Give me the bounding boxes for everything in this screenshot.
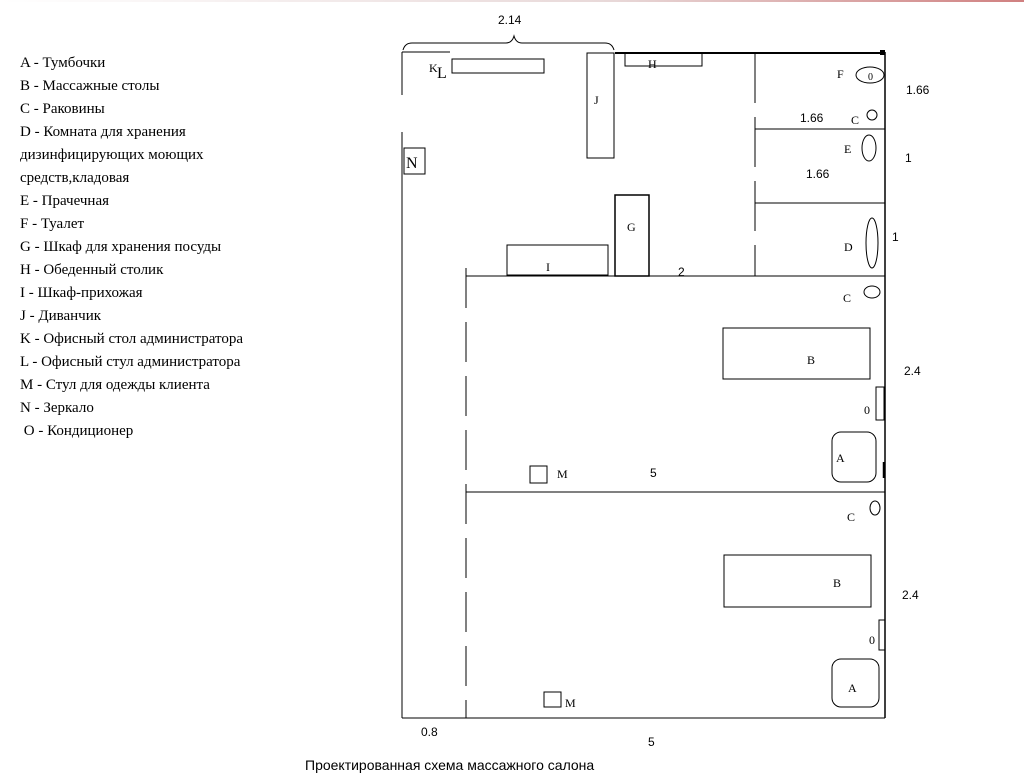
sink-c-3 (869, 500, 881, 516)
office-desk-k (451, 58, 545, 74)
label-e: E (844, 142, 851, 156)
legend-item: E - Прачечная (20, 193, 110, 209)
legend-item: B - Массажные столы (20, 78, 160, 94)
dim-corridor: 2 (678, 265, 685, 279)
legend-item: G - Шкаф для хранения посуды (20, 239, 222, 255)
label-l: L (437, 65, 447, 82)
legend-item: A - Тумбочки (20, 55, 106, 71)
label-f: F (837, 67, 844, 81)
dim-room-h-1: 2.4 (904, 364, 921, 378)
legend-item: O - Кондиционер (20, 423, 134, 439)
dim-room-w-1: 5 (650, 466, 657, 480)
legend-item: K - Офисный стол администратора (20, 331, 244, 347)
hall-wardrobe-i (506, 244, 609, 276)
label-c-2: C (843, 291, 851, 305)
label-o-1: 0 (864, 403, 870, 417)
outer-walls (401, 51, 886, 719)
label-j: J (594, 93, 599, 107)
nightstand-a-1 (831, 431, 877, 483)
sink-c-1 (866, 109, 878, 121)
dim-inner-1: 1.66 (800, 111, 824, 125)
label-b-2: B (833, 576, 841, 590)
legend-item: H - Обеденный столик (20, 262, 164, 278)
legend-item: J - Диванчик (20, 308, 102, 324)
legend-item: средств,кладовая (20, 170, 130, 186)
sink-c-2 (863, 285, 881, 299)
diagram-caption: Проектированная схема массажного салона (305, 757, 595, 773)
legend-item: D - Комната для хранения (20, 124, 186, 140)
dim-top: 2.14 (498, 13, 522, 27)
furniture (403, 50, 886, 708)
label-d: D (844, 240, 853, 254)
label-a-1: A (836, 451, 845, 465)
dining-table-h (624, 52, 703, 67)
legend-item: L - Офисный стул администратора (20, 354, 241, 370)
top-dimension-brace (402, 34, 615, 51)
laundry-e (861, 134, 877, 162)
ac-unit-top (880, 50, 885, 55)
furniture-labels: K L N J H G I F 0 C E D C B 0 A M C B 0 … (406, 57, 875, 710)
dish-cabinet-g (614, 194, 650, 277)
dimension-labels: 2.14 1.66 1.66 1.66 1 1 2 2.4 5 2.4 0.8 … (421, 13, 930, 749)
client-chair-m-2 (543, 691, 562, 708)
dim-right-3: 1 (892, 230, 899, 244)
toilet-f (855, 66, 885, 84)
label-h: H (648, 57, 657, 71)
label-a-2: A (848, 681, 857, 695)
dim-inner-2: 1.66 (806, 167, 830, 181)
massage-table-b-1 (722, 327, 871, 380)
interior-walls (465, 53, 885, 718)
dim-right-1: 1.66 (906, 83, 930, 97)
dim-right-2: 1 (905, 151, 912, 165)
label-i: I (546, 260, 550, 274)
dim-door: 0.8 (421, 725, 438, 739)
label-g: G (627, 220, 636, 234)
sofa-j (586, 52, 615, 159)
label-n: N (406, 155, 418, 172)
ac-unit-o-1 (875, 386, 885, 421)
legend: A - Тумбочки B - Массажные столы C - Рак… (20, 52, 243, 443)
label-c-1: C (851, 113, 859, 127)
legend-item: M - Стул для одежды клиента (20, 377, 210, 393)
label-k: K (429, 61, 438, 75)
label-b-1: B (807, 353, 815, 367)
dim-room-h-2: 2.4 (902, 588, 919, 602)
legend-item: дизинфицирующих моющих (20, 147, 204, 163)
label-o-toilet: 0 (868, 72, 873, 83)
mirror-n (403, 147, 426, 175)
dim-bottom: 5 (648, 735, 655, 749)
massage-table-b-2 (723, 554, 872, 608)
client-chair-m-1 (529, 465, 548, 484)
legend-item: N - Зеркало (20, 400, 94, 416)
legend-item: I - Шкаф-прихожая (20, 285, 143, 301)
legend-item: C - Раковины (20, 101, 105, 117)
storage-d (865, 217, 879, 269)
label-o-2: 0 (869, 633, 875, 647)
label-m-1: M (557, 467, 568, 481)
legend-item: F - Туалет (20, 216, 85, 232)
label-c-3: C (847, 510, 855, 524)
ac-unit-o-2 (878, 619, 886, 651)
label-m-2: M (565, 696, 576, 710)
top-accent-line (0, 0, 1024, 2)
nightstand-a-2 (831, 658, 880, 708)
